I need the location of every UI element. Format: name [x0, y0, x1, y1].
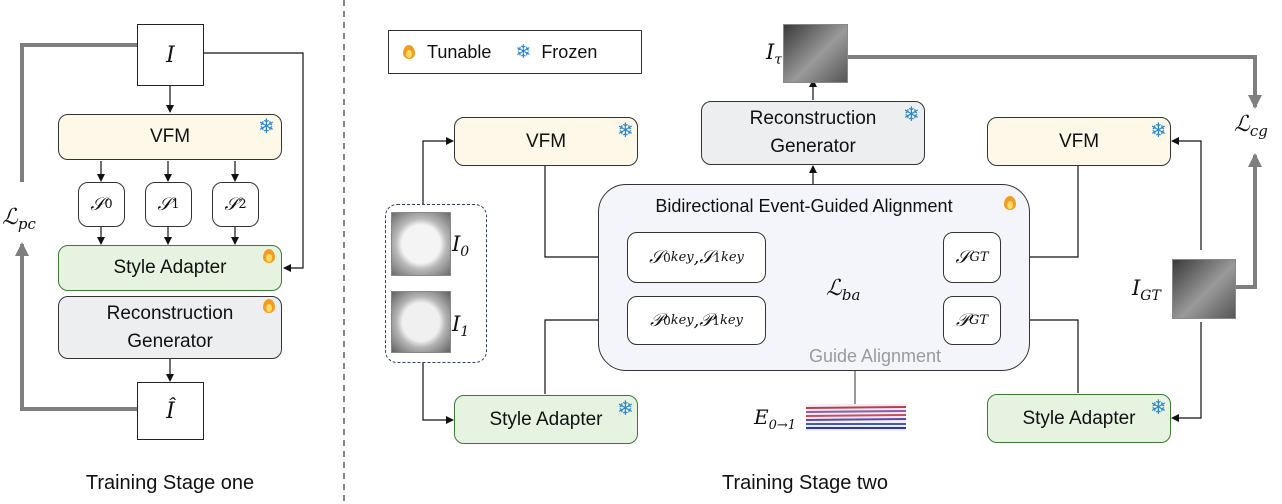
i0-image: [391, 212, 451, 276]
p-gt-symbol: 𝒫: [955, 310, 969, 331]
right-reconstruction-label-line1: Reconstruction: [749, 108, 877, 129]
s0-subscript: 0: [104, 197, 113, 212]
frozen-snowflake-icon: ❄: [258, 114, 275, 138]
loss-pc-label: ℒpc: [2, 205, 36, 233]
tunable-flame-icon: [263, 247, 275, 263]
left-style-adapter-box: Style Adapter: [454, 395, 638, 444]
frozen-snowflake-icon: ❄: [903, 102, 920, 126]
right-style-adapter-label: Style Adapter: [1022, 407, 1136, 429]
i-tau-image: [783, 24, 848, 83]
i-tau-label: Iτ: [765, 40, 782, 68]
s2-subscript: 2: [238, 197, 247, 212]
output-image-box: Î: [137, 382, 204, 440]
legend-box: Tunable ❄ Frozen: [388, 30, 642, 74]
input-image-label: I: [166, 42, 175, 68]
s1-subscript: 1: [171, 197, 180, 212]
stage-two-caption: Training Stage two: [721, 472, 888, 494]
i-gt-image: [1172, 259, 1236, 319]
p-key-1: 𝒫: [699, 310, 713, 331]
legend-snowflake-icon: ❄: [515, 41, 532, 63]
right-reconstruction-label-line2: Generator: [770, 136, 856, 157]
output-image-label: Î: [166, 398, 175, 424]
right-vfm-label: VFM: [1058, 130, 1100, 152]
left-style-adapter-label: Style Adapter: [489, 408, 603, 430]
i-gt-label: IGT: [1132, 276, 1161, 304]
frozen-snowflake-icon: ❄: [1150, 395, 1167, 419]
right-style-adapter-box: Style Adapter: [987, 394, 1171, 443]
reconstruction-generator-box: Reconstruction Generator: [58, 296, 282, 359]
frozen-snowflake-icon: ❄: [1150, 118, 1167, 142]
i0-label: I0: [452, 232, 470, 260]
legend-flame-icon: [403, 43, 415, 59]
s-key-1: 𝒮: [699, 247, 714, 268]
p-key-0: 𝒫: [650, 310, 664, 331]
i1-image: [391, 291, 451, 353]
i1-label: I1: [452, 312, 470, 340]
style-adapter-box: Style Adapter: [58, 245, 282, 291]
style-adapter-label: Style Adapter: [113, 257, 227, 278]
tunable-flame-icon: [263, 297, 275, 313]
left-vfm-label: VFM: [525, 130, 567, 152]
alignment-title: Bidirectional Event-Guided Alignment: [655, 196, 953, 216]
tunable-flame-icon: [1004, 194, 1016, 210]
event-stream: [805, 404, 907, 431]
vfm-label: VFM: [149, 126, 191, 147]
left-vfm-box: VFM: [454, 117, 638, 166]
stage-one-caption: Training Stage one: [85, 472, 255, 494]
right-reconstruction-generator-box: Reconstruction Generator: [701, 101, 925, 165]
s0-symbol: 𝒮: [90, 194, 105, 215]
event-label: E0→1: [754, 405, 797, 433]
reconstruction-label-line2: Generator: [127, 330, 213, 352]
frozen-snowflake-icon: ❄: [617, 396, 634, 420]
right-vfm-box: VFM: [987, 117, 1171, 166]
s-gt-symbol: 𝒮: [955, 247, 970, 268]
s-key-0: 𝒮: [649, 247, 664, 268]
loss-cg-label: ℒcg: [1234, 112, 1268, 140]
vfm-box: VFM: [58, 114, 282, 160]
legend-tunable-label: Tunable: [427, 41, 492, 62]
reconstruction-label-line1: Reconstruction: [106, 302, 234, 324]
s2-symbol: 𝒮: [224, 194, 239, 215]
s1-symbol: 𝒮: [157, 194, 172, 215]
legend-frozen-label: Frozen: [541, 41, 598, 62]
frozen-snowflake-icon: ❄: [617, 118, 634, 142]
guide-alignment-label: Guide Alignment: [808, 346, 942, 366]
input-frames-group: [385, 204, 487, 363]
input-image-box: I: [137, 24, 204, 86]
loss-ba-label: ℒba: [826, 276, 861, 304]
